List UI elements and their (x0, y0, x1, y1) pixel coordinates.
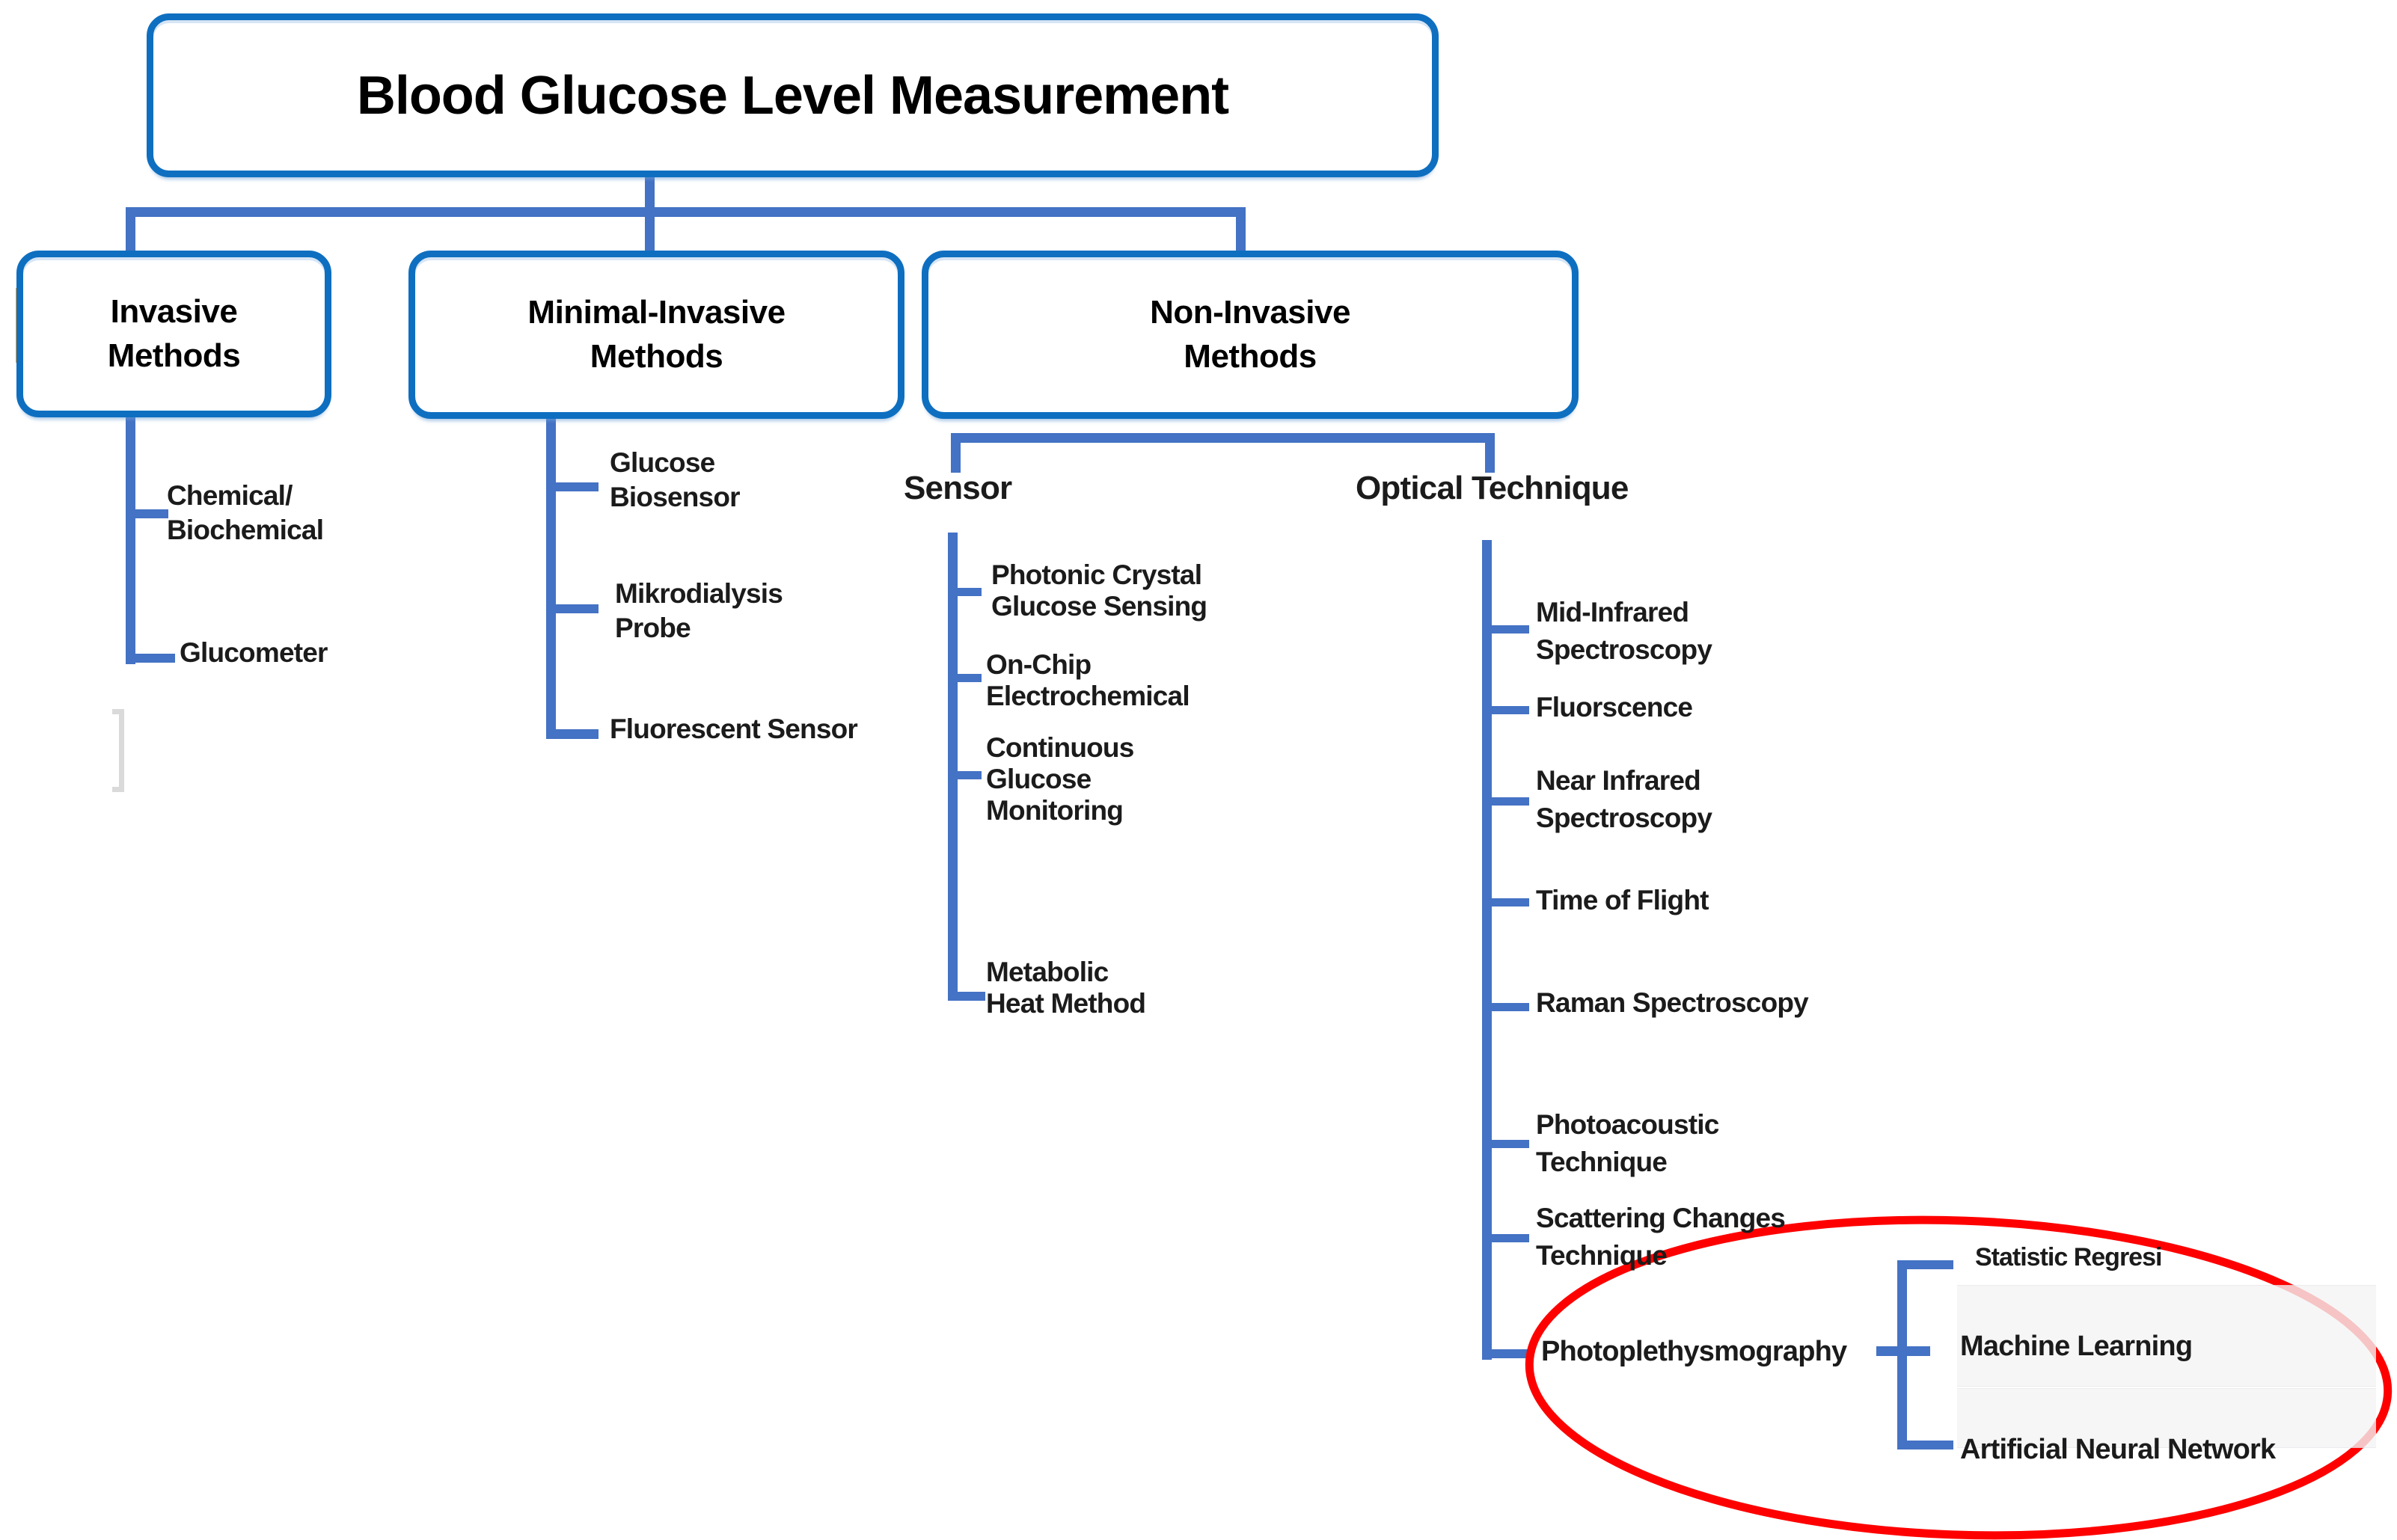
noninvasive-bracket-bar (951, 433, 1495, 443)
node-metabolic-heat-method: Metabolic Heat Method (986, 957, 1146, 1019)
node-scattering-changes-technique: Scattering Changes Technique (1536, 1203, 1786, 1271)
grey-bracket-artifact (112, 709, 124, 792)
node-chemical-biochemical: Chemical/ Biochemical (167, 480, 324, 545)
glucometer-tick (126, 654, 175, 663)
node-raman-spectroscopy: Raman Spectroscopy (1536, 987, 1809, 1018)
node-fluorscence: Fluorscence (1536, 692, 1693, 723)
sensor-bracket-leg (951, 433, 961, 473)
midinfrared-tick (1492, 625, 1529, 634)
ann-tick (1907, 1441, 1953, 1449)
fluorescent-tick (546, 729, 599, 739)
optical-bracket-leg (1485, 433, 1495, 473)
biosensor-tick (556, 482, 599, 491)
node-photoacoustic-technique: Photoacoustic Technique (1536, 1109, 1719, 1177)
node-mikrodialysis-probe: Mikrodialysis Probe (615, 578, 783, 643)
invasive-spine-line (126, 416, 135, 664)
minimal-drop-line (645, 217, 655, 254)
node-artificial-neural-network: Artificial Neural Network (1960, 1434, 2276, 1465)
node-optical-technique-group: Optical Technique (1356, 470, 1629, 506)
node-root-label: Blood Glucose Level Measurement (356, 65, 1229, 126)
node-glucose-biosensor: Glucose Biosensor (610, 447, 741, 512)
grey-band-artifact (1957, 1388, 2376, 1448)
red-highlight-ellipse (1525, 1215, 2393, 1540)
node-on-chip-electrochemical: On-Chip Electrochemical (986, 649, 1190, 711)
node-glucometer: Glucometer (180, 637, 328, 668)
root-stem-line (645, 177, 655, 209)
node-invasive-label: Invasive Methods (107, 293, 241, 374)
node-root: Blood Glucose Level Measurement (147, 13, 1439, 177)
node-minimal-invasive-methods: Minimal-Invasive Methods (408, 251, 904, 419)
node-non-invasive-methods: Non-Invasive Methods (922, 251, 1579, 419)
statistic-tick (1907, 1260, 1953, 1269)
timeofflight-tick (1492, 898, 1529, 906)
invasive-drop-line (126, 217, 135, 254)
metabolic-tick (948, 992, 985, 1001)
scattering-tick (1492, 1234, 1529, 1242)
photoacoustic-tick (1492, 1140, 1529, 1148)
node-invasive-methods: Invasive Methods (16, 251, 331, 417)
level1-bar-line (126, 207, 1246, 217)
node-mid-infrared-spectroscopy: Mid-Infrared Spectroscopy (1536, 597, 1712, 665)
node-time-of-flight: Time of Flight (1536, 885, 1709, 915)
nearinfrared-tick (1492, 797, 1529, 806)
noninvasive-drop-line (1236, 217, 1246, 254)
node-statistic-regresi: Statistic Regresi (1975, 1243, 2162, 1271)
machinelearning-tick (1876, 1346, 1930, 1356)
chemical-tick (135, 509, 168, 518)
node-sensor-group: Sensor (904, 470, 1012, 506)
node-minimal-label: Minimal-Invasive Methods (527, 294, 786, 375)
onchip-tick (958, 674, 982, 682)
photoplethysmography-tick (1482, 1349, 1531, 1358)
sensor-spine-line (948, 533, 958, 1001)
node-noninvasive-label: Non-Invasive Methods (1150, 294, 1350, 375)
continuous-tick (958, 771, 982, 779)
optical-spine-line (1482, 540, 1492, 1360)
grey-band-artifact (1957, 1285, 2376, 1387)
node-fluorescent-sensor: Fluorescent Sensor (610, 714, 858, 744)
photonic-tick (958, 588, 982, 596)
node-near-infrared-spectroscopy: Near Infrared Spectroscopy (1536, 765, 1712, 833)
tree-connectors (126, 177, 1953, 1449)
node-photoplethysmography: Photoplethysmography (1541, 1336, 1847, 1367)
fluorscence-tick (1492, 706, 1529, 714)
minimal-spine-line (546, 416, 556, 739)
raman-tick (1492, 1003, 1529, 1011)
node-continuous-glucose-monitoring: Continuous Glucose Monitoring (986, 732, 1134, 826)
mikrodialysis-tick (556, 604, 599, 613)
node-photonic-crystal: Photonic Crystal Glucose Sensing (991, 559, 1207, 622)
node-machine-learning: Machine Learning (1960, 1331, 2193, 1362)
